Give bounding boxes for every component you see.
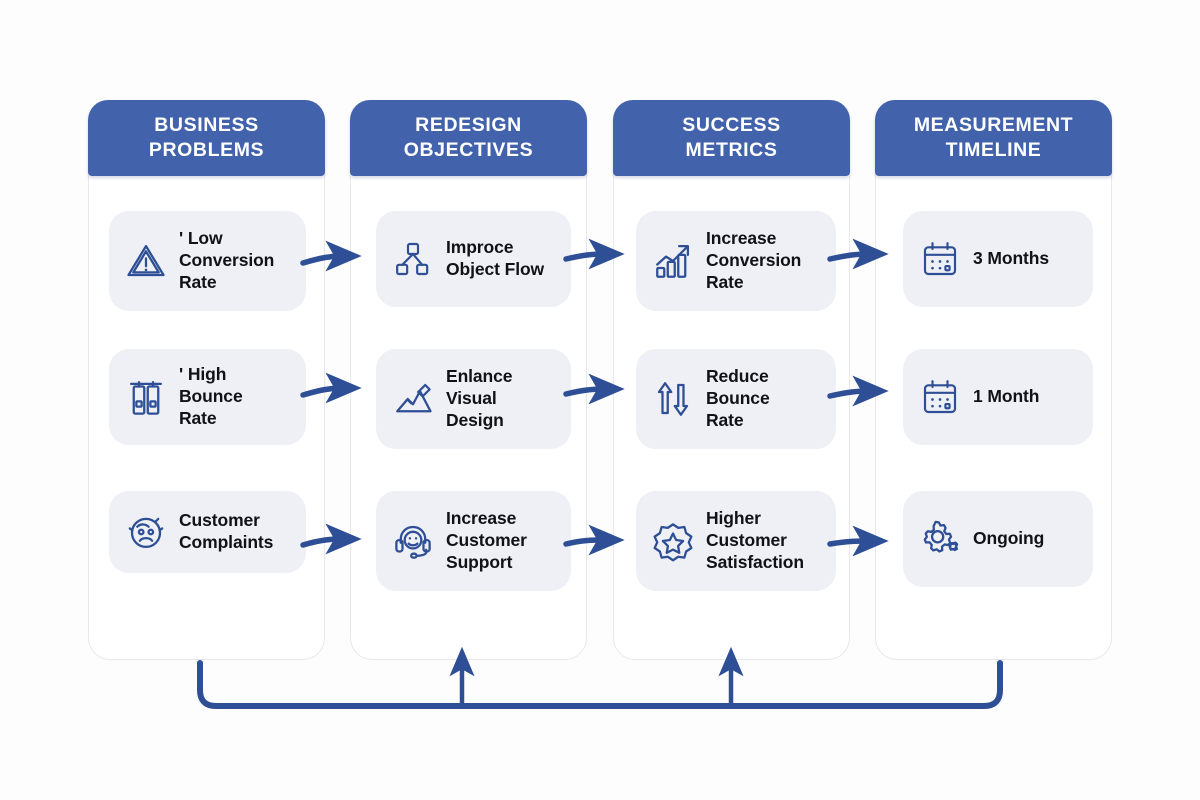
card-label: Ongoing <box>973 528 1045 549</box>
card-low-conversion-rate[interactable]: ' Low Conversion Rate <box>109 211 306 311</box>
card-increase-customer-support[interactable]: Increase Customer Support <box>376 491 571 591</box>
column-header-business-problems: BUSINESS PROBLEMS <box>88 100 325 176</box>
column-success-metrics: SUCCESS METRICS Increase Conversion Rate <box>613 100 850 660</box>
column-measurement-timeline: MEASUREMENT TIMELINE 3 Months <box>875 100 1112 660</box>
card-label: Increase Conversion Rate <box>706 228 802 292</box>
card-reduce-bounce-rate[interactable]: Reduce Bounce Rate <box>636 349 836 449</box>
feedback-loop-arrow <box>197 646 1003 709</box>
gears-icon <box>917 516 963 562</box>
card-label: ' Low Conversion Rate <box>179 228 275 292</box>
card-label: Reduce Bounce Rate <box>706 366 770 430</box>
card-label: ' High Bounce Rate <box>179 364 243 428</box>
card-higher-customer-satisfaction[interactable]: Higher Customer Satisfaction <box>636 491 836 591</box>
card-increase-conversion-rate[interactable]: Increase Conversion Rate <box>636 211 836 311</box>
card-label: 3 Months <box>973 248 1050 269</box>
card-enlance-visual-design[interactable]: Enlance Visual Design <box>376 349 571 449</box>
column-business-problems: BUSINESS PROBLEMS ' Low Conversion Rate <box>88 100 325 660</box>
card-1-month[interactable]: 1 Month <box>903 349 1093 445</box>
column-header-label: BUSINESS PROBLEMS <box>148 114 265 161</box>
server-rack-icon <box>123 374 169 420</box>
pencil-image-icon <box>390 376 436 422</box>
card-label: Customer Complaints <box>179 510 274 552</box>
column-header-label: MEASUREMENT TIMELINE <box>913 114 1074 161</box>
column-header-measurement-timeline: MEASUREMENT TIMELINE <box>875 100 1112 176</box>
calendar-icon <box>917 236 963 282</box>
card-high-bounce-rate[interactable]: ' High Bounce Rate <box>109 349 306 445</box>
card-label: Enlance Visual Design <box>446 366 513 430</box>
up-down-arrows-icon <box>650 376 696 422</box>
calendar-icon <box>917 374 963 420</box>
column-header-label: SUCCESS METRICS <box>682 114 781 161</box>
headset-support-icon <box>390 518 436 564</box>
card-label: Improce Object Flow <box>446 237 545 279</box>
growth-chart-icon <box>650 238 696 284</box>
column-redesign-objectives: REDESIGN OBJECTIVES Improce Object Flow <box>350 100 587 660</box>
card-label: Increase Customer Support <box>446 508 527 572</box>
sad-face-icon <box>123 509 169 555</box>
card-improce-object-flow[interactable]: Improce Object Flow <box>376 211 571 307</box>
column-header-success-metrics: SUCCESS METRICS <box>613 100 850 176</box>
column-header-redesign-objectives: REDESIGN OBJECTIVES <box>350 100 587 176</box>
card-ongoing[interactable]: Ongoing <box>903 491 1093 587</box>
column-header-label: REDESIGN OBJECTIVES <box>403 114 534 161</box>
hierarchy-flow-icon <box>390 236 436 282</box>
card-customer-complaints[interactable]: Customer Complaints <box>109 491 306 573</box>
card-label: 1 Month <box>973 386 1040 407</box>
card-3-months[interactable]: 3 Months <box>903 211 1093 307</box>
warning-triangle-icon <box>123 238 169 284</box>
star-badge-icon <box>650 518 696 564</box>
card-label: Higher Customer Satisfaction <box>706 508 804 572</box>
feedback-loop-path <box>197 660 1003 709</box>
